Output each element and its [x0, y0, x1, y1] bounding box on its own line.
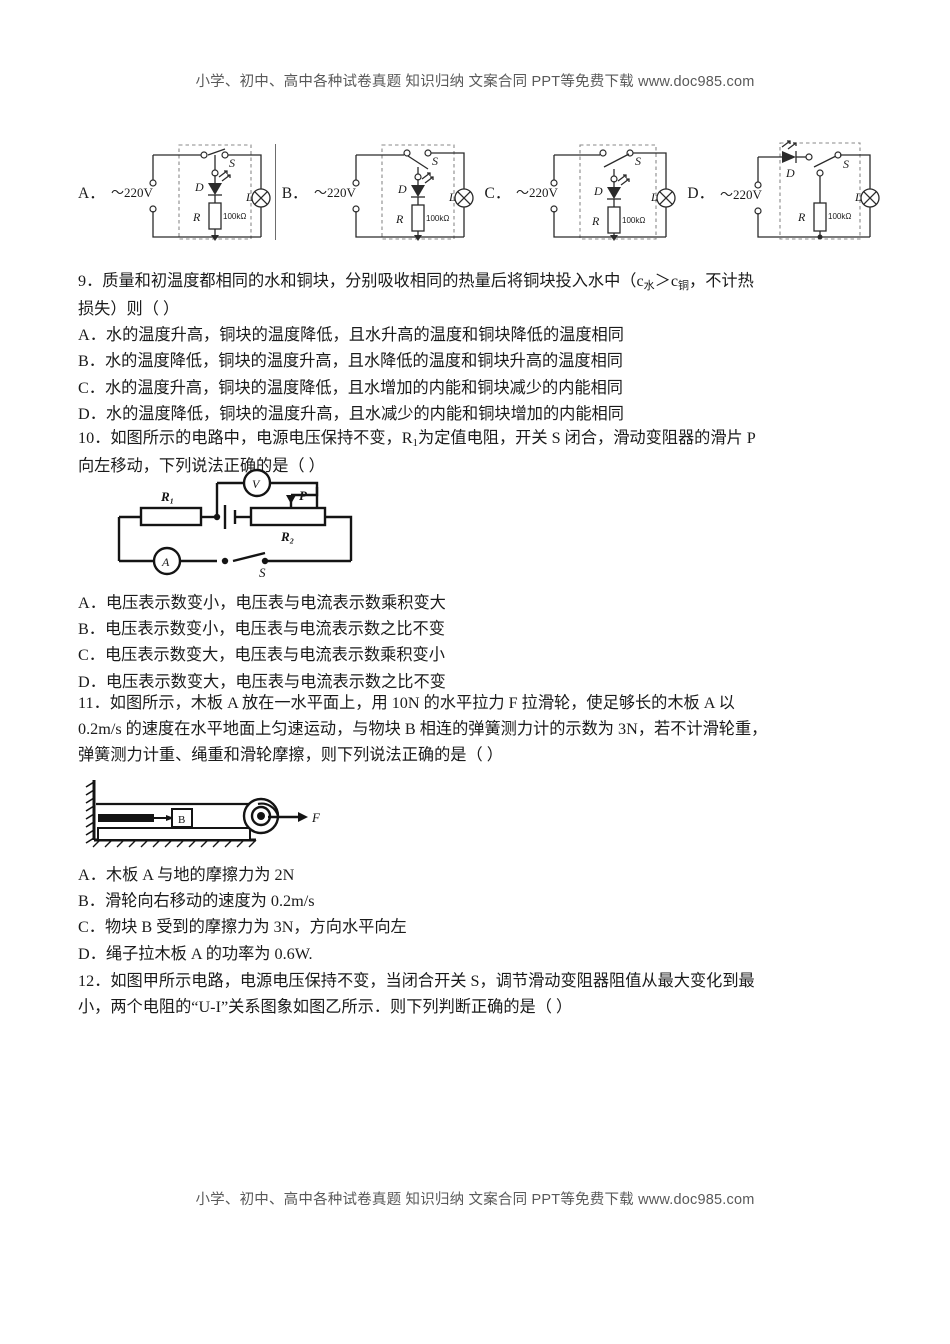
- q11-number: 11．: [78, 694, 110, 712]
- source-label-c: ～220V: [516, 185, 559, 200]
- question-9-option-a[interactable]: A．水的温度升高，铜块的温度降低，且水升高的温度和铜块降低的温度相同: [78, 326, 624, 345]
- question-11-option-d[interactable]: D．绳子拉木板 A 的功率为 0.6W.: [78, 944, 313, 963]
- question-10-figure: R₁ R₂ P V A S: [105, 468, 385, 580]
- question-10-options: A．电压表示数变小，电压表与电流表示数乘积变大 B．电压表示数变小，电压表与电流…: [78, 590, 878, 695]
- lamp-label-c: L: [650, 190, 658, 204]
- question-11-stem-line3: 弹簧测力计重、绳重和滑轮摩擦，则下列说法正确的是（ ）: [78, 746, 503, 765]
- circuit-choice-d[interactable]: D． ～220V D S: [687, 132, 880, 252]
- question-11-option-a[interactable]: A．木板 A 与地的摩擦力为 2N: [78, 866, 295, 884]
- source-label-d: ～220V: [720, 187, 763, 202]
- q10-sub-1: 1: [412, 437, 419, 449]
- q9-sub-copper: 铜: [678, 280, 690, 292]
- choice-label-a: A．: [78, 185, 105, 202]
- switch-label-b: S: [432, 154, 438, 168]
- switch-label-c: S: [635, 154, 641, 168]
- question-10-option-a[interactable]: A．电压表示数变小，电压表与电流表示数乘积变大: [78, 594, 446, 612]
- resistor-value-d: 100kΩ: [828, 212, 851, 221]
- question-9-option-c[interactable]: C．水的温度升高，铜块的温度降低，且水增加的内能和铜块减少的内能相同: [78, 378, 623, 397]
- slider-p-label: P: [299, 488, 308, 503]
- circuit-choice-c[interactable]: C． ～220V S: [484, 132, 677, 252]
- resistor-label-d: R: [797, 210, 806, 224]
- q9-stem-a: 质量和初温度都相同的水和铜块，分别吸收相同的热量后将铜块投入水中（c: [102, 272, 644, 290]
- question-11-option-c[interactable]: C．物块 B 受到的摩擦力为 3N，方向水平向左: [78, 918, 407, 937]
- question-11-figure: B F: [80, 778, 330, 856]
- q11-stem-a: 如图所示，木板 A 放在一水平面上，用 10N 的水平拉力 F 拉滑轮，使足够长…: [109, 694, 735, 712]
- choice-label-c: C．: [484, 185, 511, 202]
- question-11-options: A．木板 A 与地的摩擦力为 2N B．滑轮向右移动的速度为 0.2m/s C．…: [78, 862, 878, 967]
- question-12-stem-line2: 小，两个电阻的“U‑I”关系图象如图乙所示．则下列判断正确的是（ ）: [78, 998, 573, 1017]
- q9-stem-c: ，不计热: [689, 272, 754, 290]
- question-9-option-d[interactable]: D．水的温度降低，铜块的温度升高，且水减少的内能和铜块增加的内能相同: [78, 404, 624, 423]
- q12-stem-a: 如图甲所示电路，电源电压保持不变，当闭合开关 S，调节滑动变阻器阻值从最大变化到…: [110, 972, 755, 990]
- r2-label: R₂: [280, 529, 294, 544]
- diode-label-c: D: [593, 184, 603, 198]
- circuit-diagram-a: ～220V S D: [111, 144, 271, 241]
- question-9: 9．质量和初温度都相同的水和铜块，分别吸收相同的热量后将铜块投入水中（c水＞c铜…: [78, 268, 878, 427]
- lamp-label-d: L: [854, 190, 862, 204]
- resistor-label-c: R: [591, 214, 600, 228]
- voltmeter-label: V: [252, 477, 261, 491]
- watermark-bottom: 小学、初中、高中各种试卷真题 知识归纳 文案合同 PPT等免费下载 www.do…: [195, 1192, 755, 1208]
- switch-label-d: S: [843, 157, 849, 171]
- choice-divider-3: [680, 144, 681, 240]
- question-9-stem-line2: 损失）则（ ）: [78, 299, 180, 318]
- diode-label-a: D: [194, 180, 204, 194]
- q9-stem-b: ＞c: [654, 272, 679, 290]
- resistor-label-a: R: [192, 210, 201, 224]
- question-11-stem-line2: 0.2m/s 的速度在水平地面上匀速运动，与物块 B 相连的弹簧测力计的示数为 …: [78, 720, 768, 739]
- choice-label-b: B．: [281, 185, 308, 202]
- q9-number: 9．: [78, 272, 103, 290]
- switch-label-a: S: [229, 156, 235, 170]
- question-11: 11．如图所示，木板 A 放在一水平面上，用 10N 的水平拉力 F 拉滑轮，使…: [78, 690, 878, 769]
- resistor-value-a: 100kΩ: [223, 212, 246, 221]
- lamp-label-b: L: [448, 190, 456, 204]
- question-10-option-b[interactable]: B．电压表示数变小，电压表与电流表示数之比不变: [78, 620, 445, 639]
- block-b-label: B: [178, 814, 185, 826]
- q9-sub-water: 水: [643, 280, 655, 292]
- ammeter-label: A: [161, 555, 170, 569]
- lamp-label-a: L: [245, 190, 253, 204]
- question-10-stem: 10．如图所示的电路中，电源电压保持不变，R1为定值电阻，开关 S 闭合，滑动变…: [78, 425, 878, 453]
- choice-label-d: D．: [687, 185, 715, 202]
- source-label-a: ～220V: [111, 185, 154, 200]
- choice-divider-2: [478, 144, 479, 240]
- question-12-stem: 12．如图甲所示电路，电源电压保持不变，当闭合开关 S，调节滑动变阻器阻值从最大…: [78, 968, 878, 994]
- question-12: 12．如图甲所示电路，电源电压保持不变，当闭合开关 S，调节滑动变阻器阻值从最大…: [78, 968, 878, 1020]
- resistor-value-c: 100kΩ: [622, 216, 645, 225]
- question-10-option-c[interactable]: C．电压表示数变大，电压表与电流表示数乘积变小: [78, 646, 445, 665]
- circuit-diagram-b: ～220V S D: [314, 144, 474, 241]
- circuit-choice-a[interactable]: A． ～220V S: [78, 132, 271, 252]
- diode-label-d: D: [785, 166, 795, 180]
- force-f-label: F: [311, 810, 321, 825]
- question-10-option-d[interactable]: D．电压表示数变大，电压表与电流表示数之比不变: [78, 672, 446, 691]
- circuit-choice-b[interactable]: B． ～220V S: [281, 132, 474, 252]
- circuit-diagram-c: ～220V S D: [516, 144, 677, 241]
- r1-label: R₁: [160, 489, 174, 504]
- circuit-diagram-d: ～220V D S: [720, 140, 880, 240]
- circuit-choice-strip: A． ～220V S: [78, 132, 923, 252]
- question-11-option-b[interactable]: B．滑轮向右移动的速度为 0.2m/s: [78, 892, 315, 911]
- rheostat-circuit-diagram: R₁ R₂ P V A S: [117, 468, 353, 580]
- switch-s-label: S: [259, 565, 266, 580]
- q12-number: 12．: [78, 972, 111, 990]
- diode-label-b: D: [397, 182, 407, 196]
- resistor-label-b: R: [395, 212, 404, 226]
- watermark-top: 小学、初中、高中各种试卷真题 知识归纳 文案合同 PPT等免费下载 www.do…: [195, 74, 755, 90]
- question-9-option-b[interactable]: B．水的温度降低，铜块的温度升高，且水降低的温度和铜块升高的温度相同: [78, 352, 623, 371]
- q10-stem-b: 为定值电阻，开关 S 闭合，滑动变阻器的滑片 P: [418, 429, 756, 447]
- q10-stem-a: 如图所示的电路中，电源电压保持不变，R: [110, 429, 413, 447]
- q10-number: 10．: [78, 429, 111, 447]
- question-10: 10．如图所示的电路中，电源电压保持不变，R1为定值电阻，开关 S 闭合，滑动变…: [78, 425, 878, 479]
- source-label-b: ～220V: [314, 185, 357, 200]
- question-9-stem: 9．质量和初温度都相同的水和铜块，分别吸收相同的热量后将铜块投入水中（c水＞c铜…: [78, 268, 878, 296]
- choice-divider-1: [274, 144, 276, 240]
- pulley-board-diagram: B F: [85, 780, 321, 848]
- resistor-value-b: 100kΩ: [426, 214, 449, 223]
- question-11-stem: 11．如图所示，木板 A 放在一水平面上，用 10N 的水平拉力 F 拉滑轮，使…: [78, 690, 878, 716]
